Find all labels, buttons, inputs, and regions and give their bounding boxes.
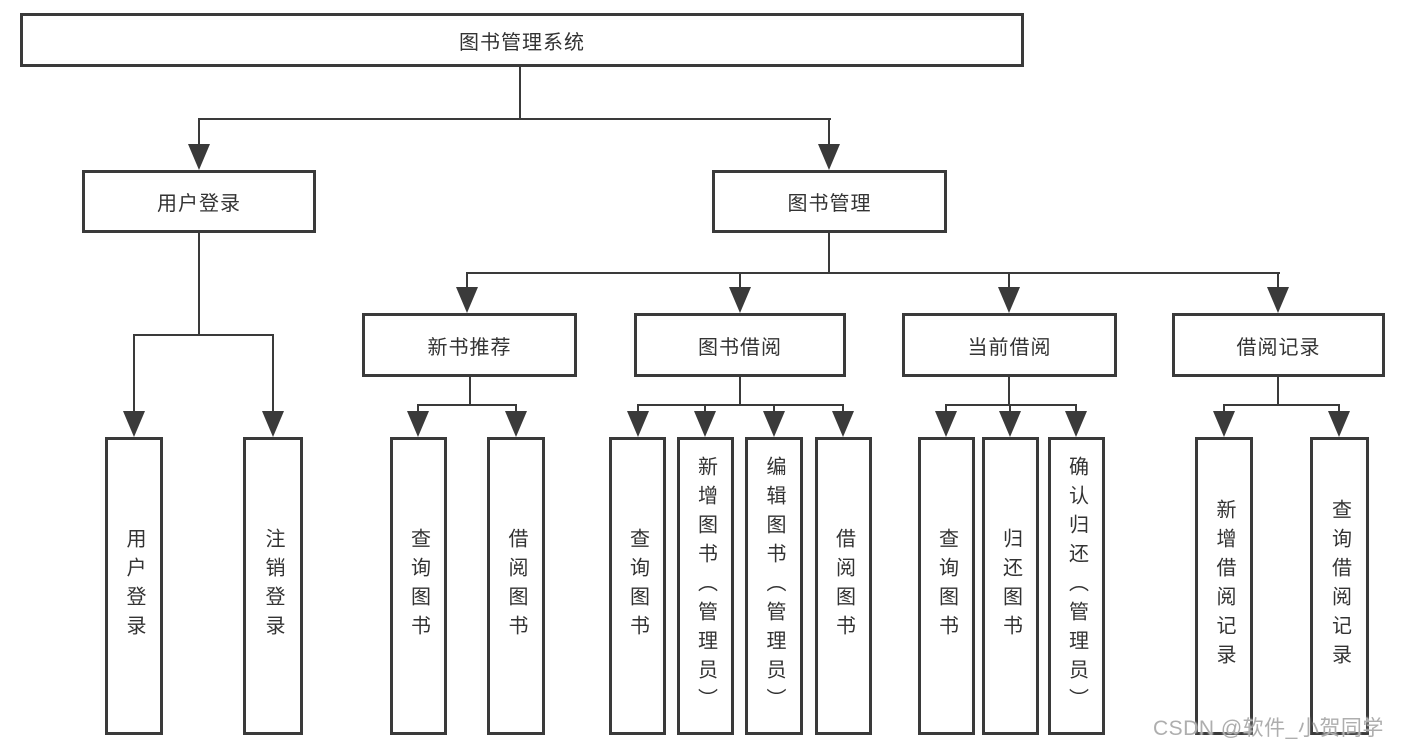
- arrow-down-icon: [123, 411, 145, 437]
- node-book-borrowing: 图书借阅: [634, 313, 846, 377]
- connector-to-records: [1277, 272, 1279, 290]
- arrow-down-icon: [1267, 287, 1289, 313]
- leaf-newbook-query: 查询图书: [390, 437, 447, 735]
- node-new-book-recommend-label: 新书推荐: [427, 336, 512, 359]
- csdn-watermark: CSDN @软件_小贺同学: [1153, 717, 1384, 740]
- node-borrowing-records: 借阅记录: [1172, 313, 1385, 377]
- leaf-borrowing-query-label: 查询图书: [626, 528, 649, 644]
- connector-to-borrowing: [739, 272, 741, 290]
- leaf-records-add: 新增借阅记录: [1195, 437, 1253, 735]
- connector-current-drop: [1008, 377, 1010, 406]
- node-book-borrowing-label: 图书借阅: [698, 336, 782, 359]
- arrow-down-icon: [1065, 411, 1087, 437]
- connector-level3-bus: [466, 272, 1280, 274]
- connector-user-login-drop: [198, 233, 200, 336]
- connector-root-drop: [519, 67, 521, 120]
- leaf-records-query-label: 查询借阅记录: [1328, 499, 1351, 673]
- leaf-borrowing-edit-book: 编辑图书（管理员）: [745, 437, 803, 735]
- arrow-down-icon: [763, 411, 785, 437]
- connector-level1-bus: [198, 118, 831, 120]
- leaf-current-return: 归还图书: [982, 437, 1039, 735]
- connector-to-leaf-logout: [272, 334, 274, 414]
- arrow-down-icon: [262, 411, 284, 437]
- connector-to-new-book: [466, 272, 468, 290]
- arrow-down-icon: [999, 411, 1021, 437]
- arrow-down-icon: [694, 411, 716, 437]
- arrow-down-icon: [505, 411, 527, 437]
- leaf-user-login: 用户登录: [105, 437, 163, 735]
- arrow-down-icon: [407, 411, 429, 437]
- leaf-borrowing-borrow-book-label: 借阅图书: [832, 528, 855, 644]
- connector-records-bus: [1223, 404, 1339, 406]
- connector-newbook-drop: [469, 377, 471, 406]
- leaf-borrowing-add-book-label: 新增图书（管理员）: [694, 455, 717, 717]
- leaf-borrowing-borrow-book: 借阅图书: [815, 437, 872, 735]
- connector-book-mgmt-drop: [828, 233, 830, 274]
- leaf-borrowing-add-book: 新增图书（管理员）: [677, 437, 734, 735]
- node-root: 图书管理系统: [20, 13, 1024, 67]
- leaf-logout: 注销登录: [243, 437, 303, 735]
- connector-to-user-login: [198, 118, 200, 146]
- arrow-down-icon: [456, 287, 478, 313]
- leaf-logout-label: 注销登录: [262, 528, 284, 644]
- arrow-down-icon: [1213, 411, 1235, 437]
- leaf-newbook-query-label: 查询图书: [407, 528, 430, 644]
- connector-records-drop: [1277, 377, 1279, 406]
- leaf-current-confirm-return-label: 确认归还（管理员）: [1065, 455, 1088, 717]
- arrow-down-icon: [1328, 411, 1350, 437]
- leaf-borrowing-query: 查询图书: [609, 437, 666, 735]
- node-user-login-label: 用户登录: [157, 193, 241, 215]
- node-user-login: 用户登录: [82, 170, 316, 233]
- node-current-borrowing-label: 当前借阅: [967, 336, 1052, 359]
- leaf-current-confirm-return: 确认归还（管理员）: [1048, 437, 1105, 735]
- arrow-down-icon: [832, 411, 854, 437]
- connector-current-bus: [945, 404, 1077, 406]
- connector-to-leaf-login: [133, 334, 135, 414]
- leaf-records-add-label: 新增借阅记录: [1213, 499, 1235, 673]
- arrow-down-icon: [729, 287, 751, 313]
- leaf-newbook-borrow-label: 借阅图书: [505, 528, 527, 644]
- connector-to-current: [1008, 272, 1010, 290]
- connector-to-book-management: [828, 118, 830, 146]
- connector-user-login-bus: [133, 334, 274, 336]
- node-root-label: 图书管理系统: [459, 31, 585, 54]
- arrow-down-icon: [998, 287, 1020, 313]
- leaf-records-query: 查询借阅记录: [1310, 437, 1369, 735]
- node-borrowing-records-label: 借阅记录: [1236, 336, 1321, 359]
- node-book-management: 图书管理: [712, 170, 947, 233]
- leaf-newbook-borrow: 借阅图书: [487, 437, 545, 735]
- leaf-current-query-label: 查询图书: [935, 528, 958, 644]
- leaf-current-return-label: 归还图书: [999, 528, 1022, 644]
- connector-newbook-bus: [417, 404, 517, 406]
- arrow-down-icon: [818, 144, 840, 170]
- node-current-borrowing: 当前借阅: [902, 313, 1117, 377]
- connector-borrowing-bus: [637, 404, 843, 406]
- leaf-current-query: 查询图书: [918, 437, 975, 735]
- node-new-book-recommend: 新书推荐: [362, 313, 577, 377]
- node-book-management-label: 图书管理: [787, 193, 872, 215]
- arrow-down-icon: [188, 144, 210, 170]
- leaf-user-login-label: 用户登录: [123, 528, 145, 644]
- arrow-down-icon: [935, 411, 957, 437]
- connector-borrowing-drop: [739, 377, 741, 406]
- leaf-borrowing-edit-book-label: 编辑图书（管理员）: [763, 455, 785, 717]
- arrow-down-icon: [627, 411, 649, 437]
